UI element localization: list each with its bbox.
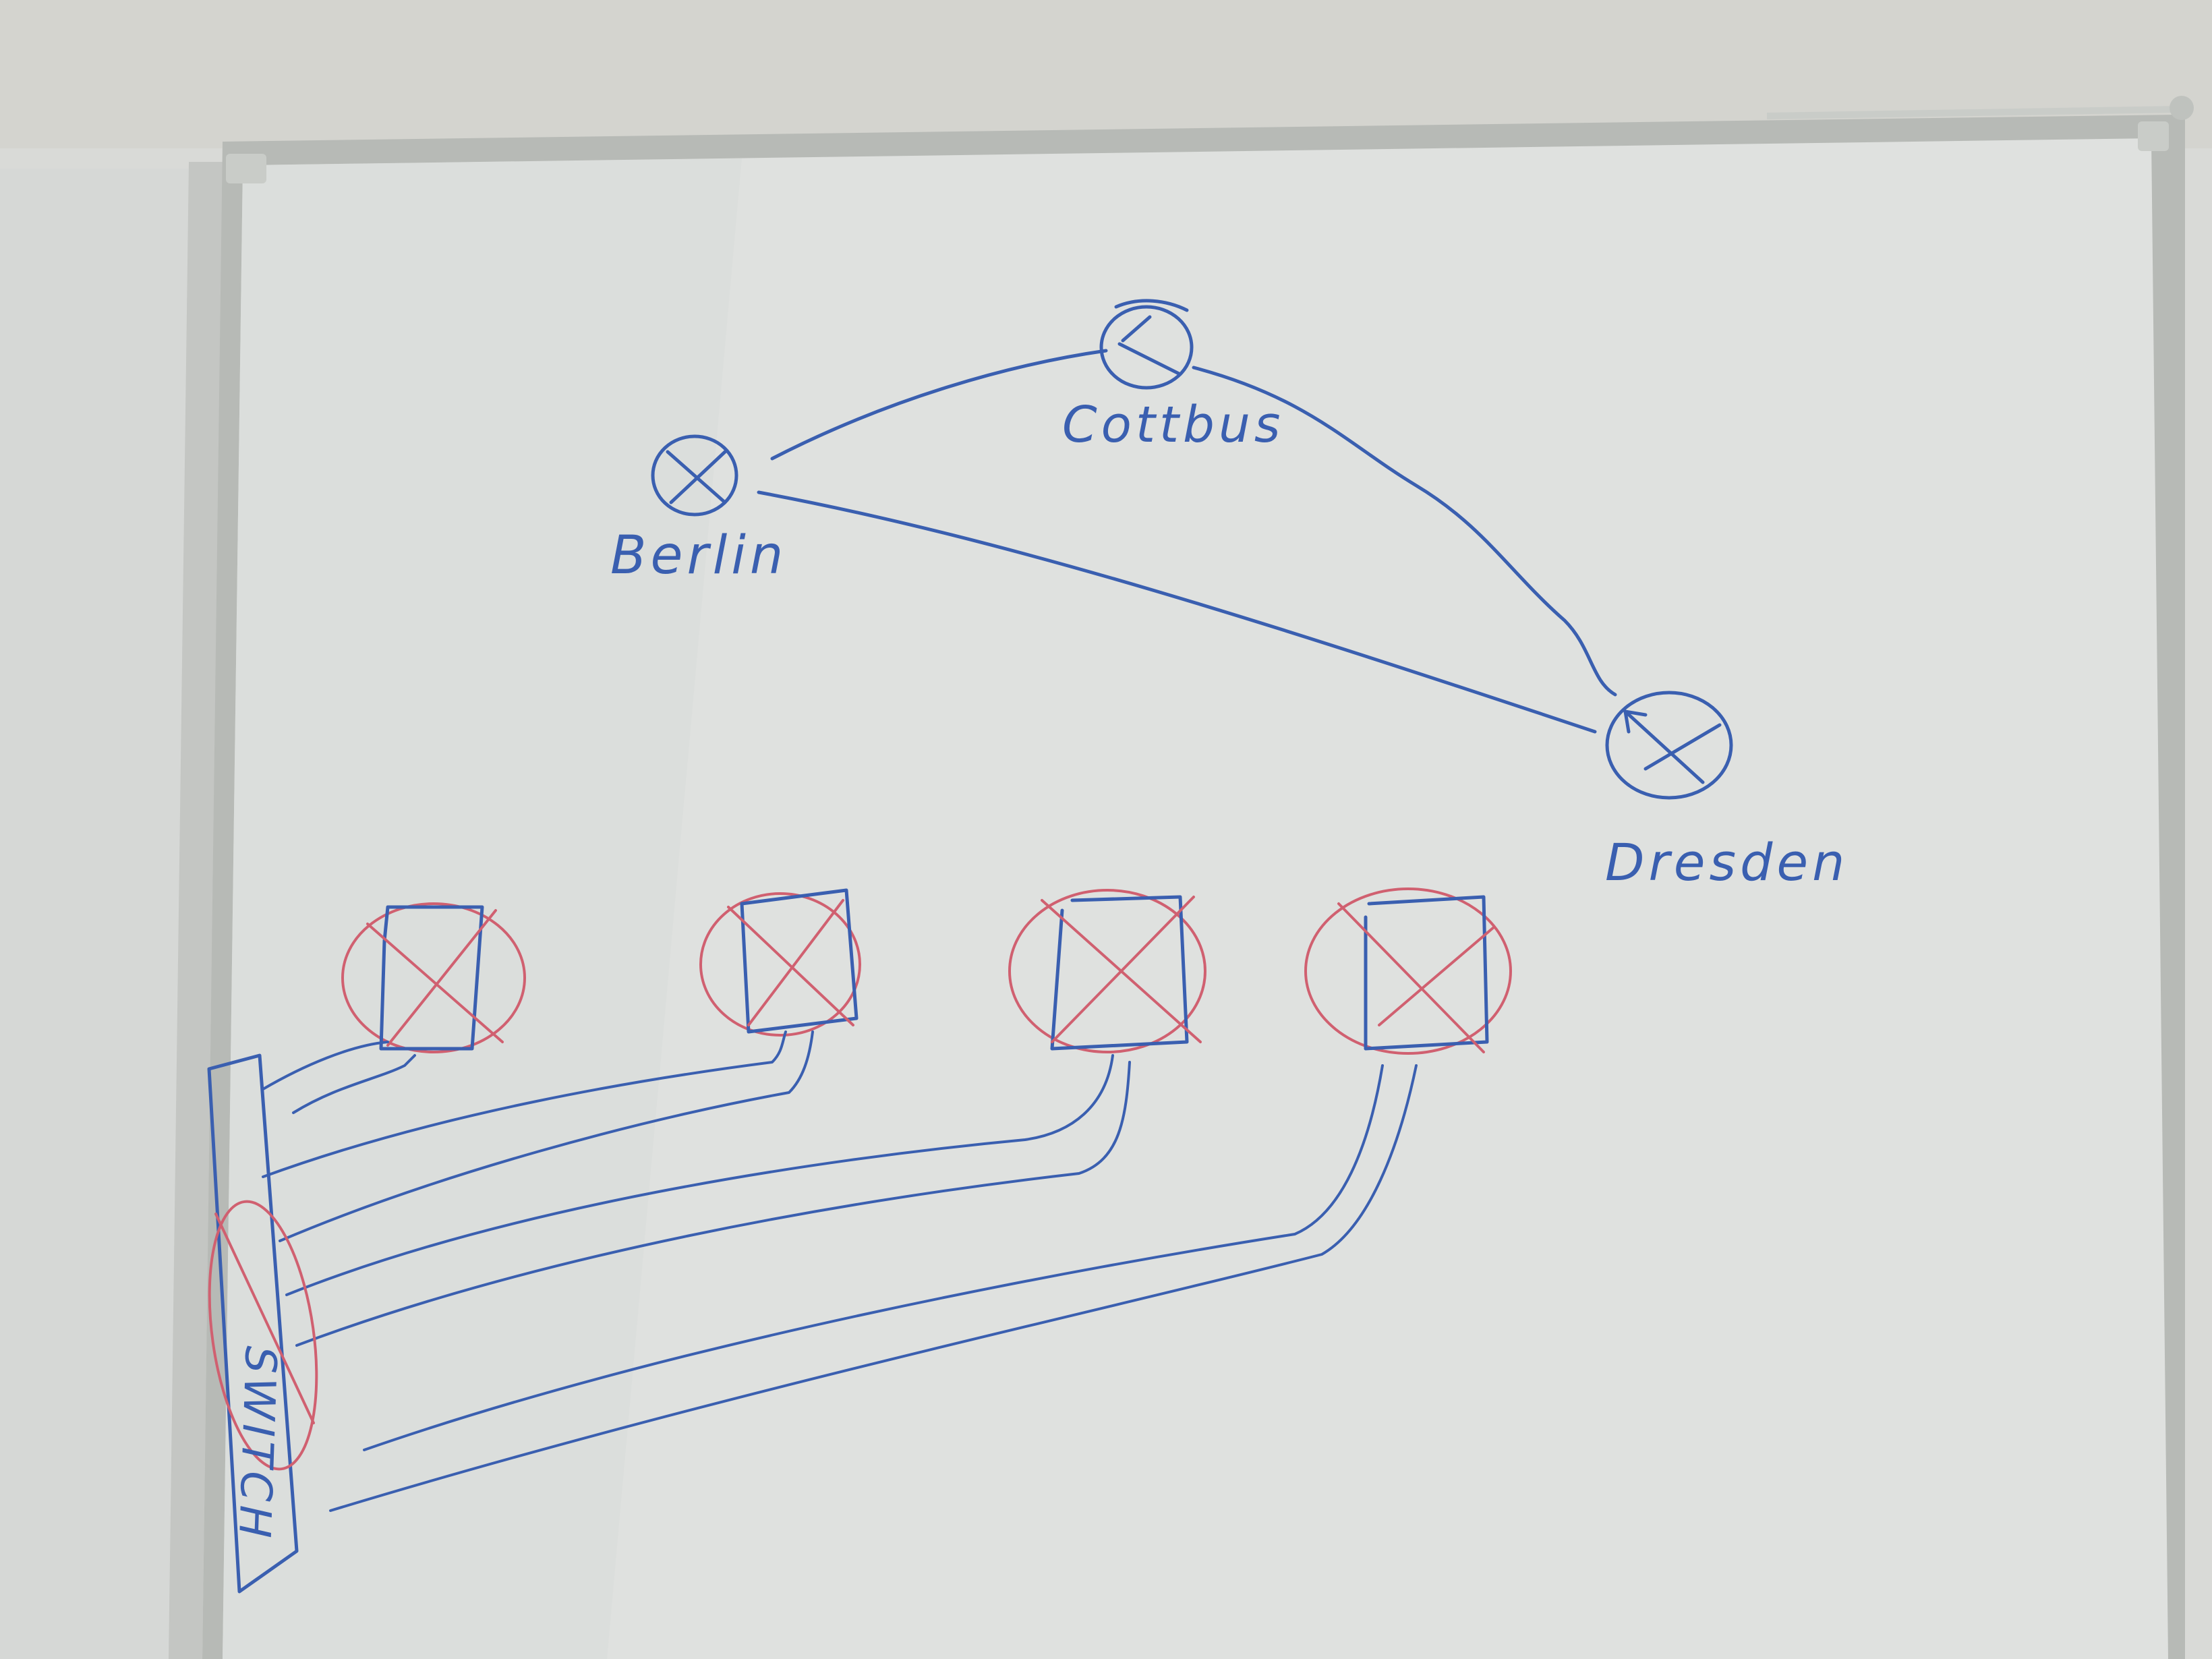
device-row [207,887,1512,1594]
cable [292,1054,416,1114]
cable [262,1041,389,1090]
link-berlin-cottbus [770,349,1108,461]
crossed-square-in-circle-icon [699,888,861,1037]
link-berlin-dresden [757,490,1597,734]
cable [295,1061,1131,1347]
node-label-dresden: Dresden [1605,832,1849,892]
frame-corner-bracket [226,154,266,183]
rail-bolt [2170,96,2194,120]
cable [262,1030,787,1178]
link-cottbus-dresden [1192,366,1617,697]
cable [285,1054,1114,1296]
left-board-frame [169,162,223,1659]
crossed-square-in-circle-icon [1008,889,1206,1053]
crossed-circle-icon [651,434,738,517]
crossed-circle-icon [1099,299,1194,390]
network-diagram [651,299,1733,800]
cable [329,1064,1418,1512]
marker-tray-rail [1766,106,2179,119]
crossed-square-in-circle-icon [341,902,526,1053]
cable-bundle [262,1030,1418,1512]
cable [279,1030,814,1242]
left-whiteboard [0,169,202,1659]
cable [363,1064,1384,1451]
switch-box [207,1053,318,1594]
switch-label: SWITCH [229,1345,285,1542]
node-label-cottbus: Cottbus [1062,396,1284,454]
node-label-berlin: Berlin [610,525,787,586]
switch-cross-out [214,1213,315,1424]
frame-corner-bracket [2138,121,2169,151]
crossed-square-in-circle-icon [1304,887,1512,1055]
crossed-circle-icon [1605,691,1733,800]
